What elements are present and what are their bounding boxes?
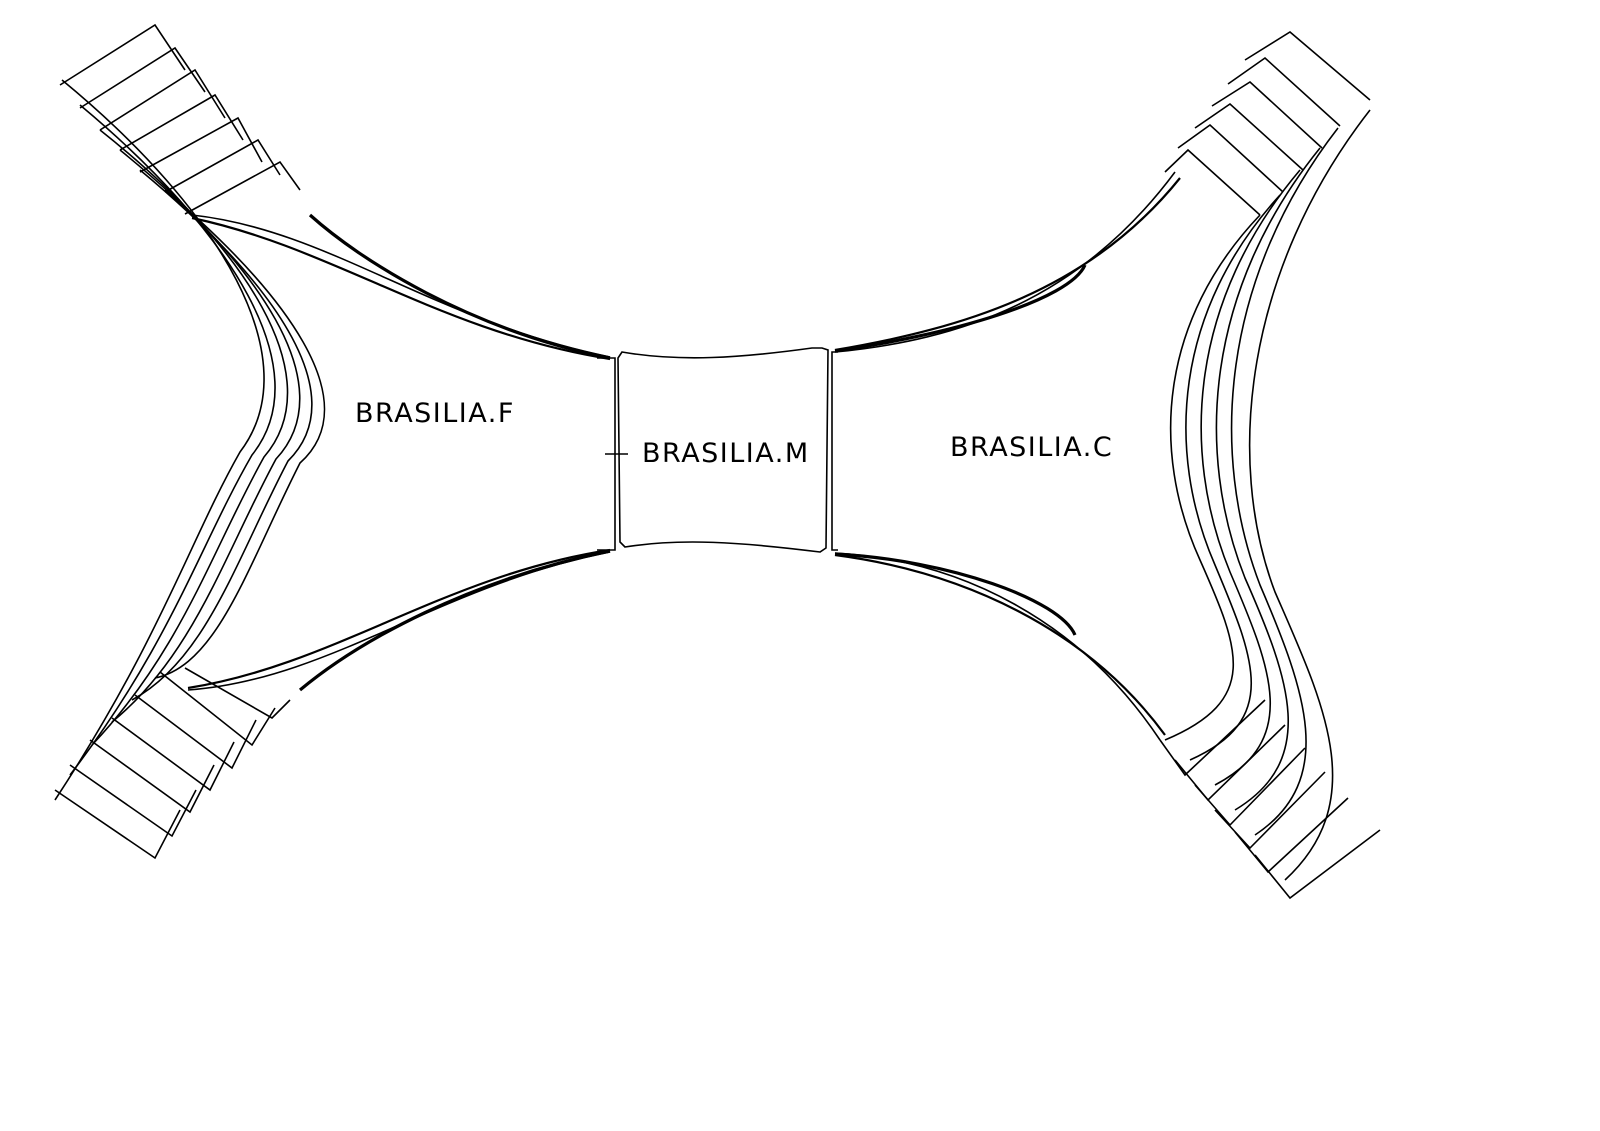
part-c-fold-curves bbox=[1164, 109, 1371, 881]
part-f-fold-curves bbox=[54, 79, 326, 801]
part-c-bottom-tabs bbox=[1159, 699, 1381, 900]
part-m-outline bbox=[617, 347, 829, 553]
part-m-label: BRASILIA.M bbox=[642, 438, 810, 469]
part-c-top-tabs bbox=[1164, 31, 1371, 216]
part-f-top-tabs bbox=[59, 23, 301, 215]
part-f-bottom-tabs bbox=[54, 667, 291, 860]
part-c-outline bbox=[831, 171, 1181, 741]
part-c-label: BRASILIA.C bbox=[950, 432, 1113, 463]
part-f-label: BRASILIA.F bbox=[355, 398, 515, 429]
part-f-outline bbox=[187, 213, 628, 692]
